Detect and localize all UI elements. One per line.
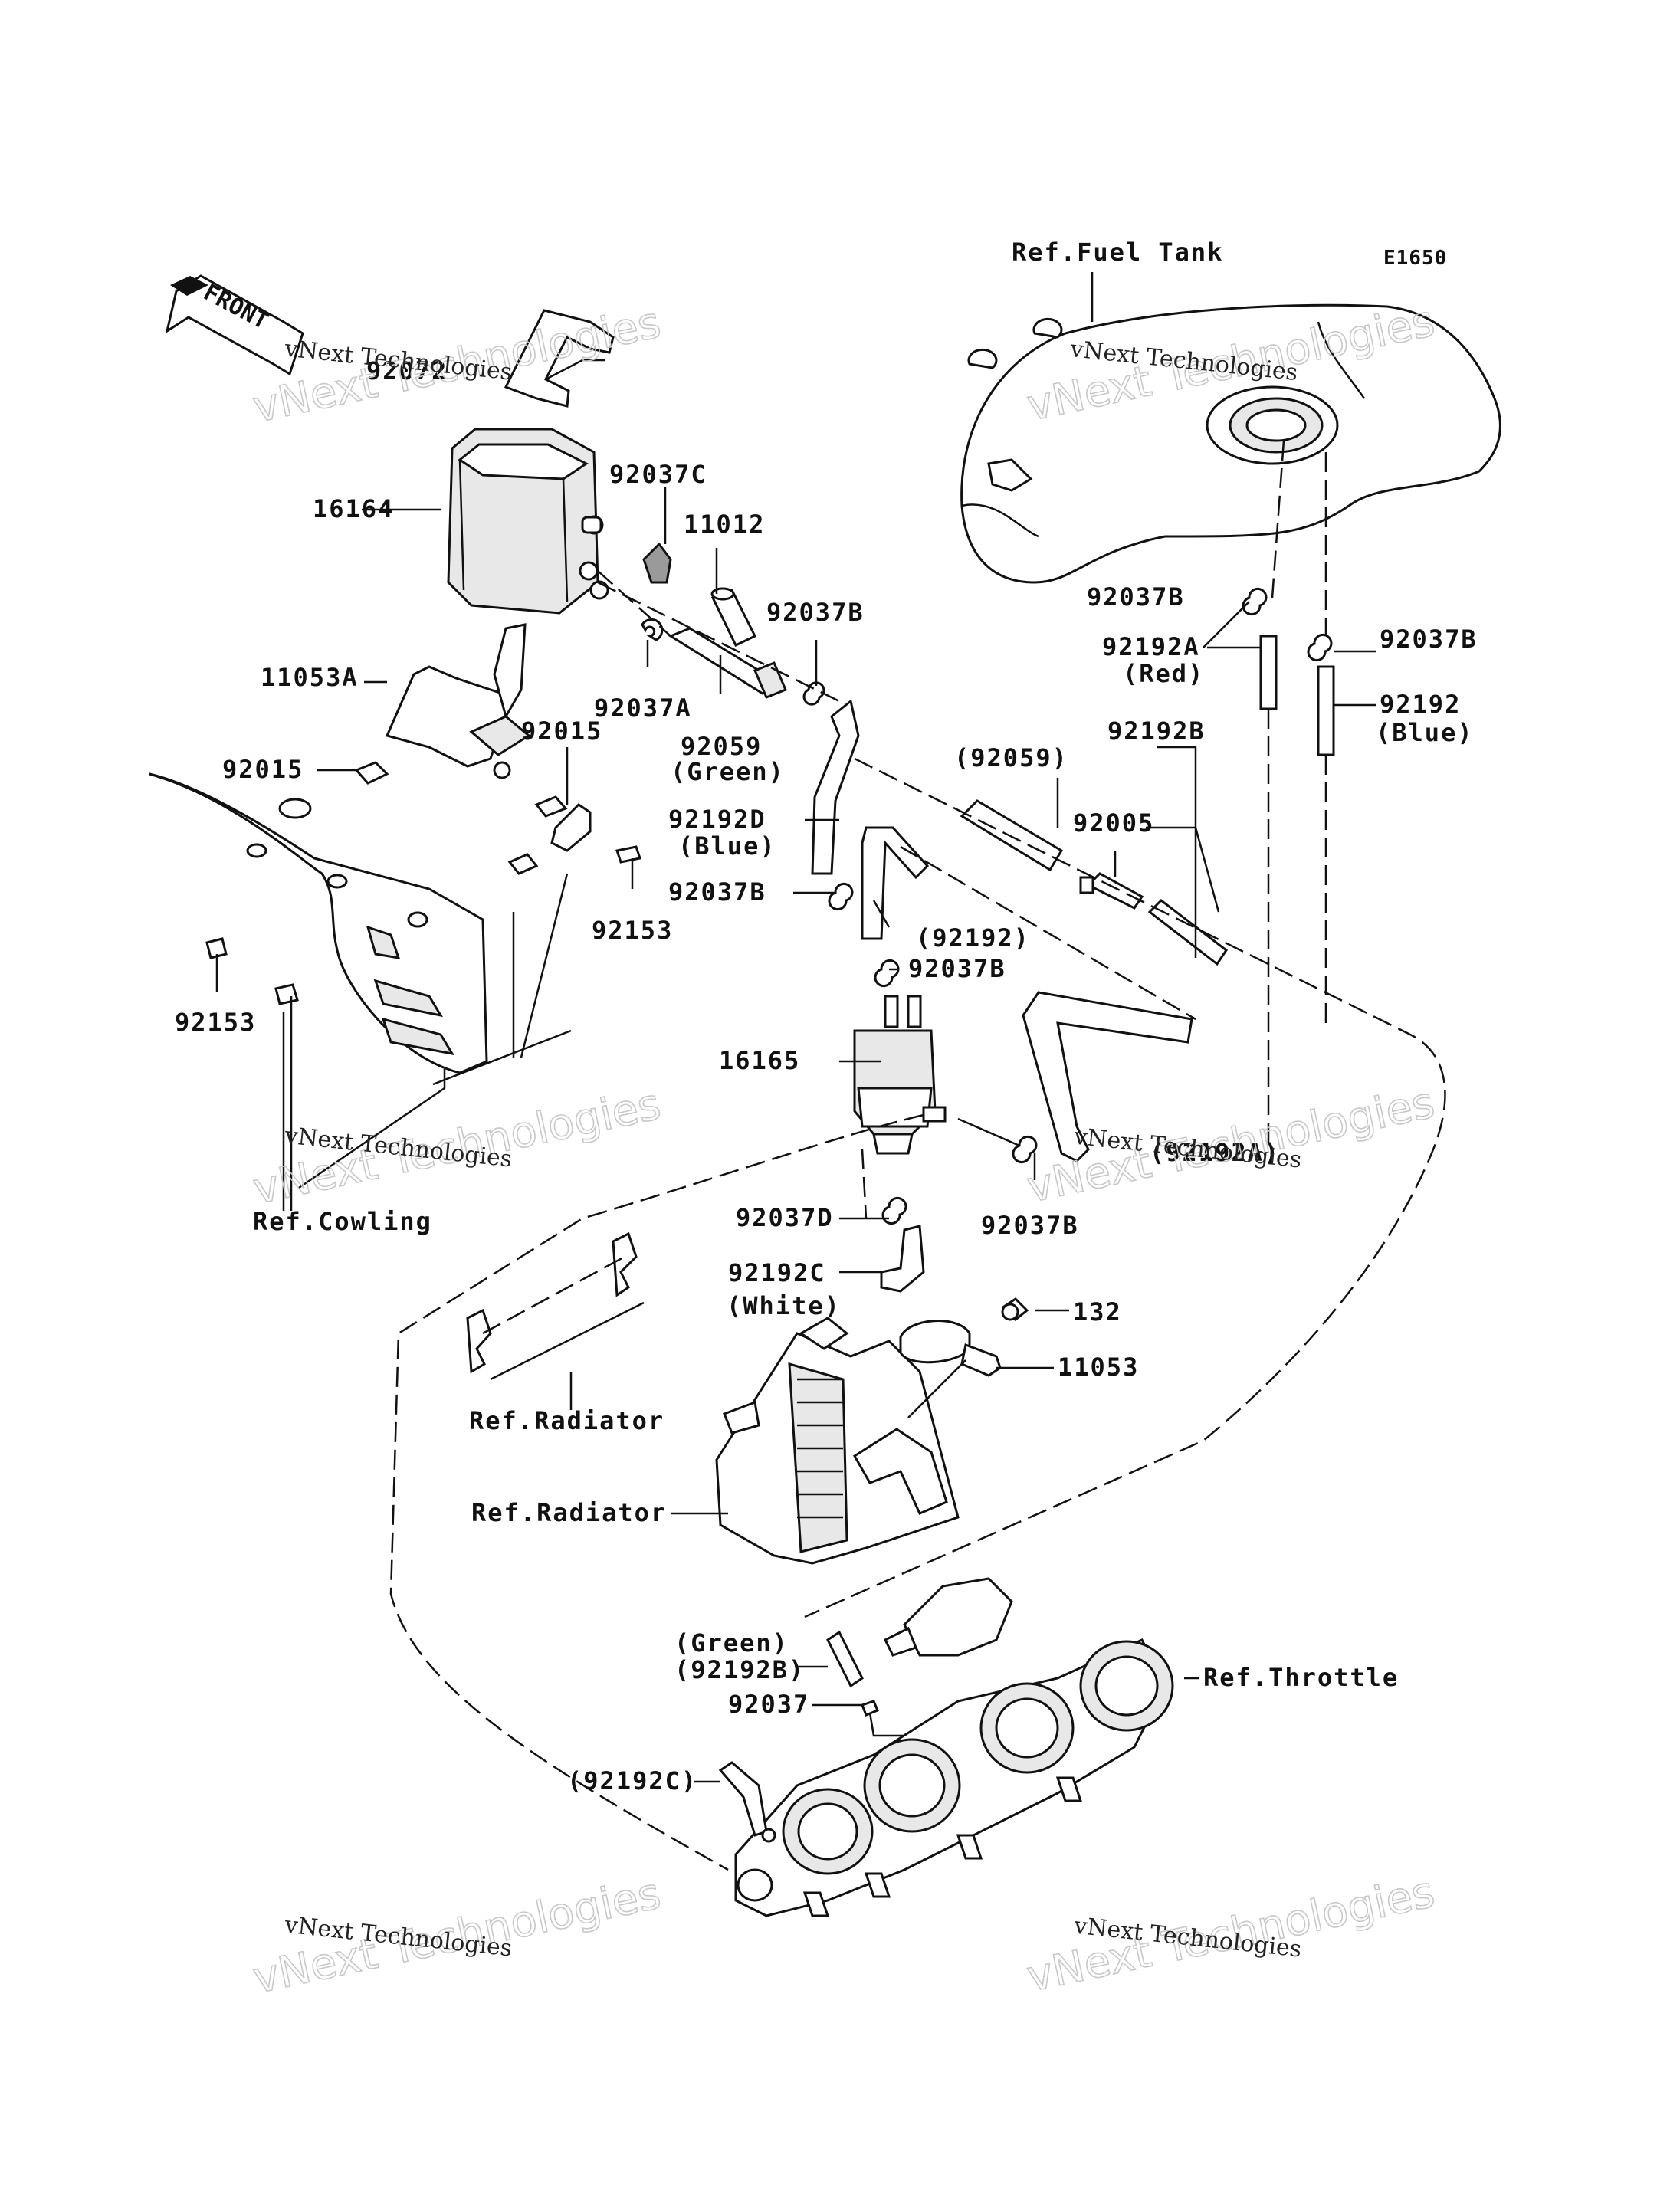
label-green-1: (Green) bbox=[671, 757, 785, 786]
label-92015-a: 92015 bbox=[222, 755, 304, 784]
cowling bbox=[149, 772, 488, 1074]
label-92059-paren: (92059) bbox=[954, 743, 1068, 772]
label-16165: 16165 bbox=[719, 1046, 800, 1075]
clamp-92037B-tank bbox=[1242, 588, 1268, 615]
label-ref-fuel-tank: Ref.Fuel Tank bbox=[1012, 238, 1223, 267]
label-92153-b: 92153 bbox=[175, 1008, 256, 1037]
bracket-92072 bbox=[504, 309, 615, 408]
clip-92037C bbox=[642, 542, 672, 584]
label-11012: 11012 bbox=[684, 510, 765, 539]
bracket-11053A bbox=[385, 623, 531, 779]
clamp-92037B-right bbox=[1307, 634, 1333, 661]
hose-92192B bbox=[1147, 899, 1229, 966]
hose-11012 bbox=[710, 587, 757, 647]
cowling-leaders bbox=[282, 873, 572, 1211]
collars-92015 bbox=[354, 761, 568, 875]
label-92037B-right: 92037B bbox=[1380, 625, 1478, 654]
front-arrow-icon: FRONT bbox=[165, 274, 304, 376]
label-11053A: 11053A bbox=[261, 663, 359, 692]
label-green-2: (Green) bbox=[674, 1628, 789, 1658]
label-ref-throttle: Ref.Throttle bbox=[1203, 1663, 1399, 1692]
label-ref-cowling: Ref.Cowling bbox=[253, 1207, 432, 1236]
throttle-bodies bbox=[734, 1577, 1174, 1917]
label-92059: 92059 bbox=[681, 732, 762, 761]
hose-92059 bbox=[597, 570, 787, 699]
clamp-92037D bbox=[881, 1197, 907, 1225]
tank-hoses bbox=[1242, 440, 1335, 1149]
diagram-code: E1650 bbox=[1383, 247, 1447, 270]
label-11053: 11053 bbox=[1058, 1353, 1139, 1382]
hose-92192C-lower bbox=[718, 1761, 768, 1837]
canister-16164 bbox=[447, 428, 609, 615]
hose-92192B-green bbox=[826, 1630, 864, 1688]
fuel-tank bbox=[960, 303, 1501, 584]
label-92015-b: 92015 bbox=[521, 716, 602, 746]
fitting-92005 bbox=[1079, 872, 1144, 910]
label-92005: 92005 bbox=[1073, 808, 1154, 838]
label-92037C: 92037C bbox=[609, 460, 707, 489]
label-ref-radiator-1: Ref.Radiator bbox=[469, 1406, 664, 1435]
label-92072: 92072 bbox=[366, 356, 448, 385]
label-red: (Red) bbox=[1123, 659, 1204, 688]
throttle-fitting bbox=[761, 1828, 776, 1843]
label-blue-1: (Blue) bbox=[678, 831, 776, 861]
label-92037D: 92037D bbox=[736, 1203, 834, 1232]
radiator bbox=[715, 1317, 960, 1565]
filter-16165 bbox=[853, 995, 947, 1155]
hose-92192-bent bbox=[861, 826, 930, 940]
label-92037B-a: 92037B bbox=[766, 598, 865, 627]
label-92192-paren: (92192) bbox=[916, 923, 1030, 953]
label-92192C-paren: (92192C) bbox=[567, 1766, 697, 1795]
label-132: 132 bbox=[1073, 1297, 1122, 1326]
label-92192A-paren: (92192A) bbox=[1150, 1138, 1280, 1167]
label-leaders bbox=[215, 272, 1376, 1783]
label-92192B-paren: (92192B) bbox=[674, 1655, 805, 1684]
clamp-92037B-lower bbox=[1012, 1136, 1038, 1163]
label-ref-radiator-2: Ref.Radiator bbox=[471, 1498, 667, 1527]
hose-92192C bbox=[880, 1225, 925, 1293]
label-92037B-d: 92037B bbox=[981, 1211, 1079, 1240]
clamp-11053 bbox=[899, 1297, 1029, 1377]
watermarks: vNext Technologies vNext Technologies vN… bbox=[248, 296, 1439, 2005]
clamp-92037B-top bbox=[802, 681, 825, 706]
label-92192B: 92192B bbox=[1107, 716, 1206, 746]
label-92192A: 92192A bbox=[1102, 632, 1200, 661]
label-92192C: 92192C bbox=[728, 1258, 826, 1287]
label-92037A: 92037A bbox=[594, 694, 692, 723]
hose-92059-center bbox=[960, 799, 1064, 872]
fitting-92037 bbox=[861, 1700, 879, 1717]
clamp-92037B-left bbox=[828, 883, 854, 910]
label-92037B-tank: 92037B bbox=[1087, 582, 1185, 612]
label-92037B-b: 92037B bbox=[668, 877, 766, 907]
label-92192: 92192 bbox=[1380, 690, 1461, 719]
hose-92192D bbox=[811, 699, 860, 875]
hose-92192A bbox=[1022, 991, 1193, 1162]
radiator-clips bbox=[466, 1231, 645, 1381]
clamp-92037B-center bbox=[874, 959, 900, 987]
clamp-92037A bbox=[641, 618, 664, 641]
label-92153-a: 92153 bbox=[592, 916, 673, 945]
label-white: (White) bbox=[727, 1291, 841, 1320]
label-92037B-c: 92037B bbox=[908, 954, 1006, 983]
label-92192D: 92192D bbox=[668, 805, 766, 834]
routing-lines bbox=[389, 581, 1446, 1871]
part-labels: Ref.Fuel Tank 92072 16164 92037C 11012 9… bbox=[175, 238, 1478, 1795]
bracket-small bbox=[550, 803, 592, 852]
label-16164: 16164 bbox=[313, 494, 394, 523]
label-blue-2: (Blue) bbox=[1376, 718, 1474, 747]
label-92037: 92037 bbox=[728, 1690, 809, 1719]
